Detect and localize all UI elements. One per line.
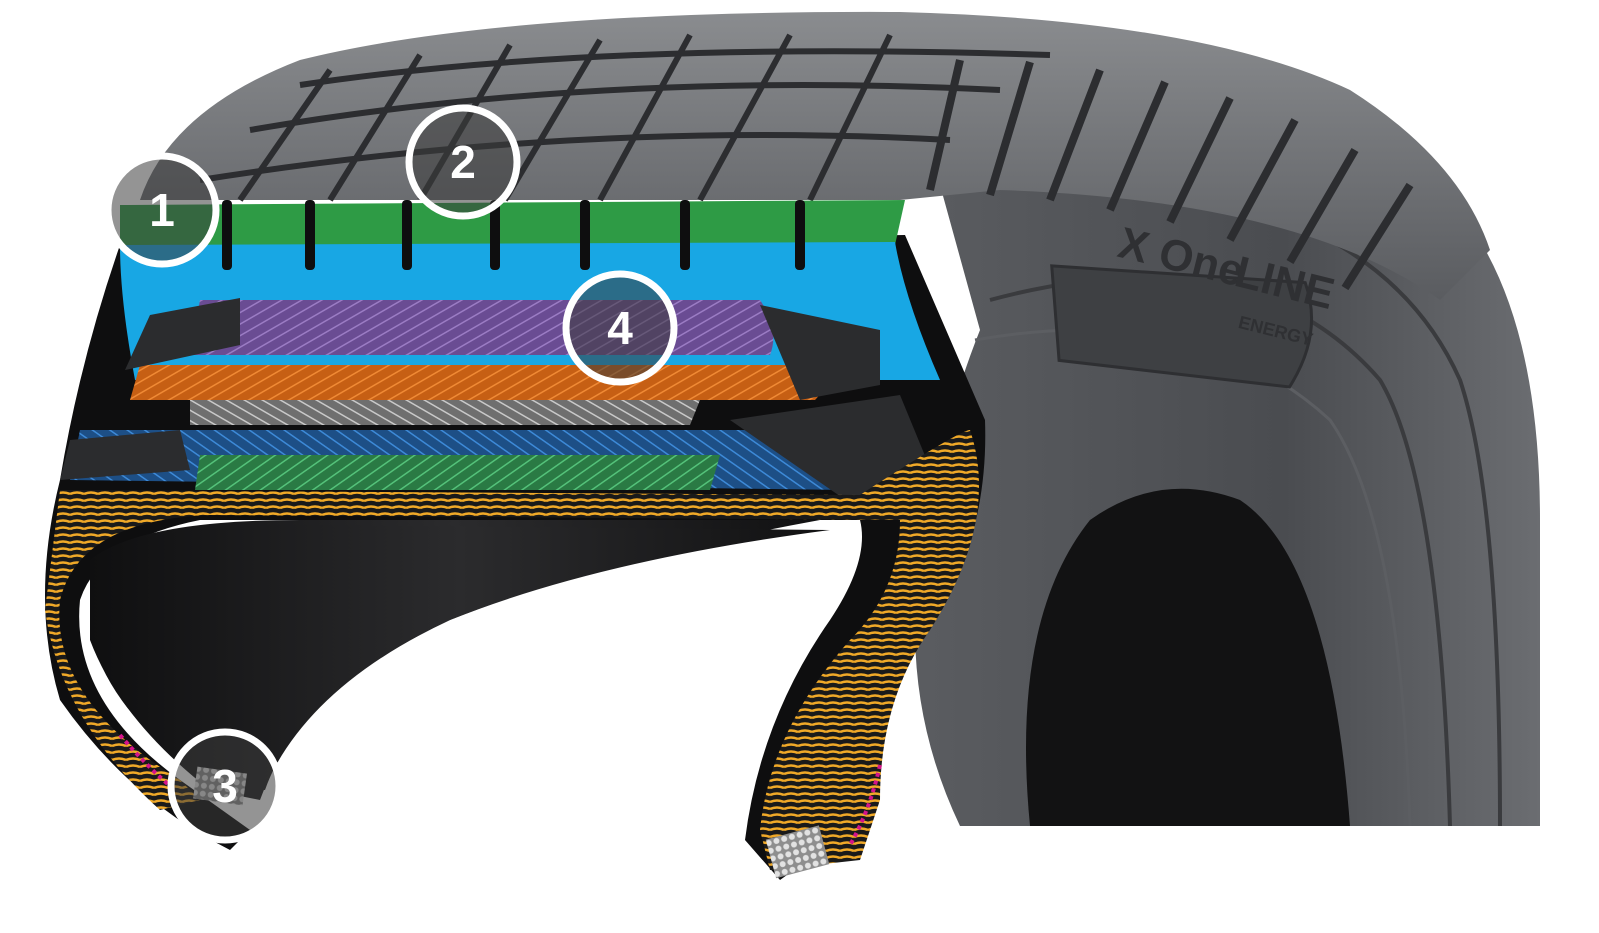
sipe [305, 200, 315, 270]
bead-chafer-left [118, 733, 177, 792]
tread-groove [249, 82, 1001, 133]
tread-groove [807, 33, 893, 202]
callout-1-label: 1 [149, 184, 175, 236]
tread-groove [237, 68, 333, 202]
sipe [795, 200, 805, 270]
tread-rubber-layer [120, 200, 905, 248]
shoulder-wedge-left [125, 298, 240, 370]
tread-groove [327, 53, 423, 202]
shoulder-rib [986, 60, 1034, 197]
tread-groove [697, 33, 793, 202]
sipe [580, 200, 590, 270]
callout-2-label: 2 [450, 136, 476, 188]
sipe [490, 200, 500, 270]
belt-gray [190, 400, 700, 425]
shoulder-ribs [926, 59, 1414, 291]
shoulder-wedge-left-lower [60, 430, 190, 480]
sipes [222, 200, 805, 270]
tread-groove [597, 33, 693, 202]
tread-grooves [199, 33, 1051, 202]
shoulder-rib [1106, 80, 1169, 212]
shoulder-rib [1226, 118, 1299, 242]
callout-1: 1 [104, 152, 220, 268]
tread-groove [199, 132, 951, 183]
belt-purple [190, 300, 774, 355]
callout-2-circle [405, 104, 521, 220]
callout-4: 4 [562, 270, 678, 386]
shoulder-rib [1046, 68, 1104, 202]
callout-4-label: 4 [607, 302, 633, 354]
callout-3-circle [167, 728, 283, 844]
shoulder-rib [926, 59, 964, 191]
belt-orange [130, 365, 824, 400]
sipe [680, 200, 690, 270]
callout-2: 2 [405, 104, 521, 220]
tread [140, 11, 1490, 301]
brand-logo-badge [1050, 264, 1314, 389]
sipe [222, 200, 232, 270]
callout-3: 3 [167, 728, 283, 844]
tread-surface [140, 11, 1490, 301]
callout-4-circle [562, 270, 678, 386]
shoulder-rib [1341, 182, 1414, 291]
shoulder-rib [1286, 147, 1359, 265]
bead-chafer-right [848, 764, 882, 846]
rim-opening [1026, 488, 1350, 826]
sipe [402, 200, 412, 270]
shoulder-wedge-right [760, 305, 880, 400]
shoulder-rib [1166, 96, 1234, 224]
cross-section [45, 200, 986, 880]
callouts: 1 2 3 4 [104, 104, 678, 844]
callout-1-circle [104, 152, 220, 268]
callout-3-label: 3 [212, 760, 238, 812]
tread-groove [502, 38, 603, 202]
tread-groove [299, 48, 1051, 88]
inner-liner-surface [90, 525, 830, 790]
bead-wire-right [765, 825, 830, 879]
belt-green [195, 455, 720, 490]
